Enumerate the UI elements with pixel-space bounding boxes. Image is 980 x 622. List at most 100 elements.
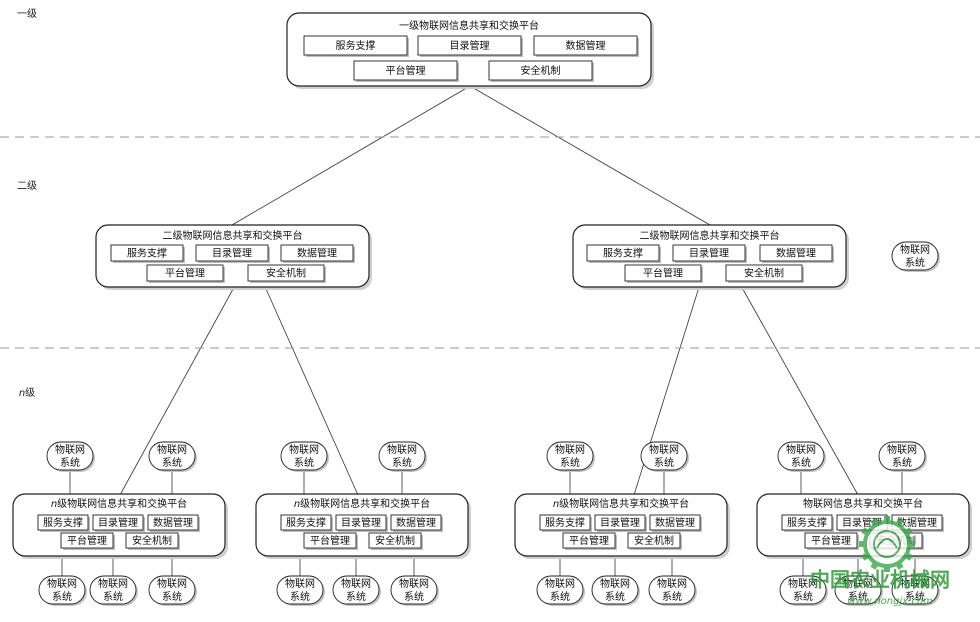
platform-level1-module-service: 服务支撑: [303, 35, 409, 57]
platform-level2-a-module-security: 安全机制: [247, 264, 326, 283]
platform-n-4-module-data-label: 数据管理: [897, 516, 937, 529]
system-bottom-4-line1: 物联网: [285, 577, 315, 590]
platform-level1-module-data-label: 数据管理: [566, 39, 606, 52]
platform-n-2-module-data-label: 数据管理: [396, 516, 436, 529]
platform-level2-a-module-service: 服务支撑: [110, 244, 185, 263]
system-bottom-9-line1: 物联网: [657, 577, 687, 590]
system-top-7-line1: 物联网: [786, 443, 816, 456]
platform-n-2-module-security-label: 安全机制: [375, 534, 415, 547]
system-bottom-4-line2: 系统: [290, 590, 310, 603]
platform-n-1-title: n级物联网信息共享和交换平台: [51, 497, 187, 510]
platform-n-2-module-data: 数据管理: [390, 514, 443, 532]
platform-n-2-title: n级物联网信息共享和交换平台: [294, 497, 430, 510]
platform-level1-module-data: 数据管理: [533, 35, 639, 57]
platform-level2-b-module-directory: 目录管理: [672, 244, 747, 263]
platform-n-4-module-service-label: 服务支撑: [787, 516, 827, 529]
platform-level2-b-module-platform-label: 平台管理: [643, 267, 683, 280]
platform-level2-b-module-security-label: 安全机制: [744, 267, 784, 280]
platform-level2-b-title: 二级物联网信息共享和交换平台: [640, 229, 780, 242]
platform-n-3-module-security: 安全机制: [627, 532, 682, 550]
system-top-4-line2: 系统: [392, 456, 412, 469]
watermark-url: www.nongjx.com: [847, 596, 933, 607]
platform-n-3-module-data-label: 数据管理: [655, 516, 695, 529]
platform-n-3-module-security-label: 安全机制: [634, 534, 674, 547]
platform-level2-b-module-data: 数据管理: [759, 244, 834, 263]
system-bottom-9-line2: 系统: [662, 590, 682, 603]
platform-level1-module-security: 安全机制: [488, 60, 594, 82]
level-label-2: 二级: [17, 180, 37, 192]
platform-n-1-module-directory: 目录管理: [92, 514, 145, 532]
system-top-8-line1: 物联网: [887, 443, 917, 456]
system-top-7-line2: 系统: [791, 456, 811, 469]
platform-level2-a-module-data: 数据管理: [280, 244, 355, 263]
platform-n-1-module-security: 安全机制: [125, 532, 180, 550]
gear-logo-icon: [859, 516, 915, 572]
level-label-3: n级: [19, 387, 35, 399]
platform-level1-title: 一级物联网信息共享和交换平台: [399, 19, 539, 32]
platform-level2-a-module-service-label: 服务支撑: [127, 247, 167, 260]
platform-n-1-module-platform: 平台管理: [60, 532, 115, 550]
system-bottom-5-line2: 系统: [346, 590, 366, 603]
platform-level2-b-module-security: 安全机制: [725, 264, 804, 283]
platform-n-3-module-service-label: 服务支撑: [545, 516, 585, 529]
platform-n-2-module-platform: 平台管理: [303, 532, 358, 550]
system-bottom-6-line1: 物联网: [399, 577, 429, 590]
system-bottom-7-line1: 物联网: [545, 577, 575, 590]
platform-level2-a-module-security-label: 安全机制: [266, 267, 306, 280]
system-bottom-2-line2: 系统: [103, 590, 123, 603]
system-bottom-7-line2: 系统: [550, 590, 570, 603]
system-bottom-6-line2: 系统: [404, 590, 424, 603]
system-top-1-line1: 物联网: [55, 443, 85, 456]
platform-level2-a-module-data-label: 数据管理: [297, 247, 337, 260]
platform-level2-b-module-platform: 平台管理: [624, 264, 703, 283]
system-bottom-11-line1: 物联网: [843, 577, 873, 590]
system-top-1-line2: 系统: [60, 456, 80, 469]
system-top-5-line2: 系统: [560, 456, 580, 469]
platform-level2-b-module-data-label: 数据管理: [776, 247, 816, 260]
platform-n-1-module-security-label: 安全机制: [132, 534, 172, 547]
platform-level2-b-module-service: 服务支撑: [586, 244, 661, 263]
link-l1-to-l2b: [469, 85, 711, 226]
platform-n-3-module-directory: 目录管理: [594, 514, 647, 532]
system-standalone-line1: 物联网: [900, 243, 930, 256]
platform-n-2-module-directory: 目录管理: [335, 514, 388, 532]
system-bottom-1-line2: 系统: [52, 590, 72, 603]
system-top-3-line1: 物联网: [289, 443, 319, 456]
link-l2a-to-n2: [261, 279, 359, 496]
nodes: 一级物联网信息共享和交换平台服务支撑目录管理数据管理平台管理安全机制二级物联网信…: [12, 12, 972, 606]
platform-n-4-title: 物联网信息共享和交换平台: [803, 497, 923, 510]
platform-level1-module-platform-label: 平台管理: [386, 64, 426, 77]
system-bottom-8-line2: 系统: [605, 590, 625, 603]
system-top-4-line1: 物联网: [387, 443, 417, 456]
platform-n-1-module-data: 数据管理: [147, 514, 200, 532]
platform-level1-module-directory: 目录管理: [417, 35, 523, 57]
system-bottom-3-line1: 物联网: [157, 577, 187, 590]
platform-n-1-module-service: 服务支撑: [37, 514, 90, 532]
level-label-1: 一级: [17, 8, 37, 20]
platform-n-2-module-security: 安全机制: [368, 532, 423, 550]
system-bottom-2-line1: 物联网: [98, 577, 128, 590]
platform-n-3-module-platform: 平台管理: [562, 532, 617, 550]
system-top-5-line1: 物联网: [555, 443, 585, 456]
platform-n-1-module-service-label: 服务支撑: [43, 516, 83, 529]
